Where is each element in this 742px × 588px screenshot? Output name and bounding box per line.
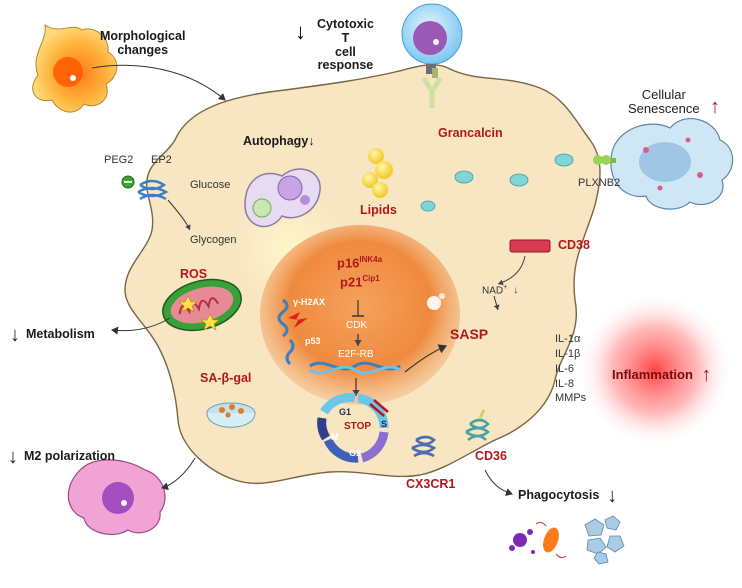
label-gamma-h2ax: γ-H2AX xyxy=(293,297,326,307)
sasp-factor: IL-6 xyxy=(555,362,574,375)
label-morphological: Morphological changes xyxy=(100,29,186,57)
plxnb2-receptor-icon xyxy=(593,155,616,165)
down-arrow-icon: ↓ xyxy=(513,285,519,297)
inflammation-glow xyxy=(577,292,733,448)
label-cellular-senescence: Cellular Senescence xyxy=(628,87,700,117)
label-ep2: EP2 xyxy=(151,154,172,166)
label-cell-cycle-g2: G2 xyxy=(349,448,362,458)
label-autophagy: Autophagy xyxy=(243,134,309,148)
label-ros: ROS xyxy=(180,267,208,281)
down-arrow-icon: ↓ xyxy=(295,19,306,44)
label-cell-cycle-s: S xyxy=(381,419,388,429)
label-cdk: CDK xyxy=(346,320,368,331)
down-arrow-icon: ↓ xyxy=(8,446,18,468)
down-arrow-icon: ↓ xyxy=(607,485,618,507)
label-cell-cycle-g1: G1 xyxy=(339,407,352,417)
label-nad: NAD+↓ xyxy=(482,284,519,297)
dna-icon xyxy=(309,361,401,375)
label-cd36: CD36 xyxy=(475,449,507,463)
label-glucose: Glucose xyxy=(190,179,231,191)
label-cell-cycle-stop: STOP xyxy=(344,421,372,432)
label-peg2: PEG2 xyxy=(104,154,134,166)
label-cytotoxic: Cytotoxic T cell response xyxy=(317,17,374,73)
sasp-factor-list: IL-1α IL-1β IL-6 IL-8 MMPs xyxy=(555,332,586,406)
autophagosome-icon xyxy=(244,168,321,228)
dna-damage-icon xyxy=(277,298,308,366)
lipid-droplet-icon xyxy=(362,148,393,198)
label-plxnb2: PLXNB2 xyxy=(578,177,621,189)
cx3cr1-receptor-icon xyxy=(411,435,437,458)
label-p16: p16INK4a xyxy=(337,255,383,271)
label-grancalcin: Grancalcin xyxy=(438,126,503,140)
up-arrow-icon: ↑ xyxy=(710,96,720,118)
nucleus xyxy=(260,225,460,405)
tumor-cell-icon xyxy=(32,23,118,113)
sasp-factor: MMPs xyxy=(555,392,587,405)
label-p53: p53 xyxy=(305,336,321,346)
label-e2f-rb: E2F-RB xyxy=(338,349,374,360)
label-autophagy-group: Autophagy↓ xyxy=(243,134,315,149)
cell-cycle-icon xyxy=(317,393,389,463)
petri-dish-icon xyxy=(206,402,256,428)
label-cx3cr1: CX3CR1 xyxy=(406,477,456,491)
label-phagocytosis-group: Phagocytosis↓ xyxy=(518,485,618,507)
label-metabolism-group: ↓Metabolism xyxy=(10,324,95,346)
label-inflammation-group: Inflammation ↑ xyxy=(612,364,711,386)
receptor-icon xyxy=(421,76,443,108)
label-sa-beta-gal: SA-β-gal xyxy=(200,371,252,385)
macrophage-icon xyxy=(67,459,166,535)
down-arrow-icon: ↓ xyxy=(308,134,315,148)
grancalcin-particles xyxy=(420,153,574,212)
label-m2-group: ↓M2 polarization xyxy=(8,446,115,468)
cd36-receptor-icon xyxy=(465,409,491,442)
sasp-factor: IL-1β xyxy=(555,347,581,360)
label-lipids: Lipids xyxy=(360,203,397,217)
senescent-cell-icon xyxy=(610,118,734,210)
mitochondrion-icon xyxy=(162,278,242,332)
label-cd38: CD38 xyxy=(558,238,590,252)
apoptotic-debris-icon xyxy=(584,515,625,565)
bacteria-icon xyxy=(509,521,567,559)
down-arrow-icon: ↓ xyxy=(10,324,20,346)
label-glycogen: Glycogen xyxy=(190,234,237,246)
label-inflammation: Inflammation xyxy=(612,367,693,382)
label-cellular-senescence-group: Cellular Senescence ↑ xyxy=(628,87,720,118)
label-cell-cycle-m: M xyxy=(331,432,339,442)
label-p21: p21Cip1 xyxy=(340,274,380,290)
sasp-factor: IL-8 xyxy=(555,377,574,390)
label-sasp: SASP xyxy=(450,326,489,342)
up-arrow-icon: ↑ xyxy=(701,364,712,386)
ep2-receptor-icon xyxy=(121,175,169,201)
cd38-receptor-icon xyxy=(509,239,551,253)
t-cell-icon xyxy=(401,3,463,78)
sasp-factor: IL-1α xyxy=(555,333,581,345)
